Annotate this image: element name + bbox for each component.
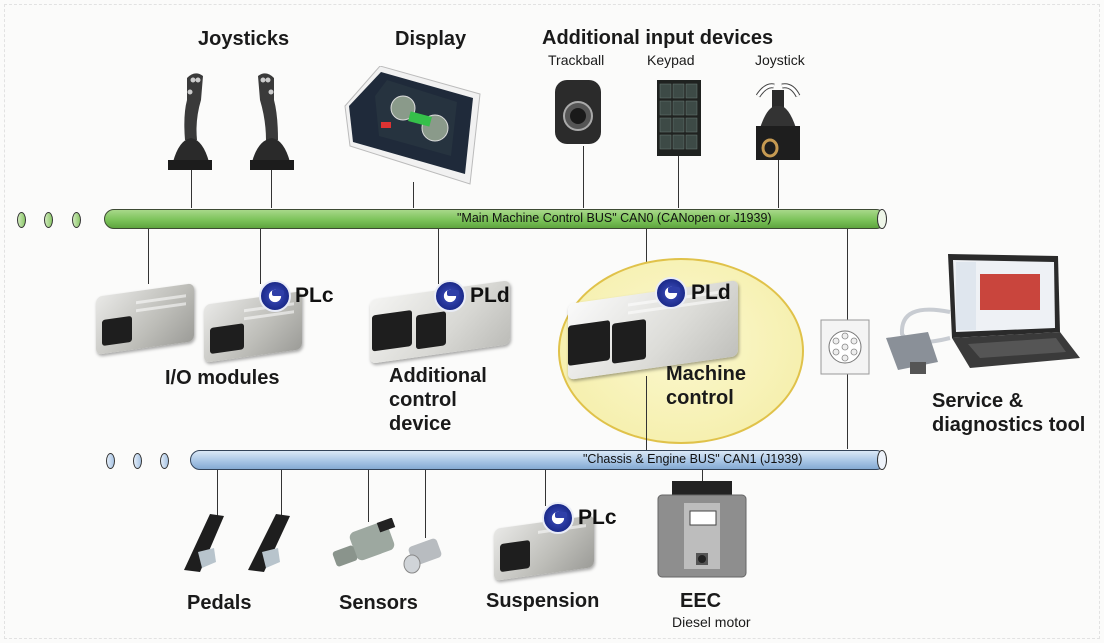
wire-joystick-left <box>191 170 192 208</box>
label-pedals: Pedals <box>187 592 252 614</box>
label-line: Machine <box>666 363 747 385</box>
wire-trackball <box>583 146 584 208</box>
bus-end-cap <box>877 208 887 229</box>
wire-suspension <box>545 470 546 506</box>
label-sensors: Sensors <box>339 592 418 614</box>
wire-sensor-2 <box>425 470 426 538</box>
wire-pedal-2 <box>281 470 282 520</box>
wire-machine-control-top <box>646 229 647 274</box>
joystick-left-icon <box>168 73 212 170</box>
keypad-icon <box>657 80 701 156</box>
label-io-modules: I/O modules <box>165 367 280 389</box>
service-laptop-icon <box>886 254 1080 374</box>
label-diesel-motor: Diesel motor <box>672 614 751 630</box>
wire-io-module-2 <box>260 229 261 284</box>
label-service-diagnostics-tool: Service & diagnostics tool <box>932 389 1085 437</box>
label-line: device <box>389 413 452 435</box>
joystick-right-icon <box>250 73 294 170</box>
heading-joysticks: Joysticks <box>198 28 290 50</box>
label-line: Additional <box>389 365 487 387</box>
eec-engine-controller-icon <box>657 481 747 578</box>
chassis-engine-bus: "Chassis & Engine BUS" CAN1 (J1939) <box>190 449 887 470</box>
bus-continuation-dot <box>160 453 169 469</box>
label-eec: EEC <box>680 590 722 612</box>
wire-additional-control <box>438 229 439 284</box>
trackball-icon <box>555 80 601 144</box>
wire-pedal-1 <box>217 470 218 520</box>
safety-badge-machine-control: PLd <box>655 277 731 309</box>
label-trackball: Trackball <box>548 52 605 68</box>
wire-keypad <box>678 156 679 208</box>
performance-level: PLd <box>691 281 731 304</box>
label-line: control <box>666 387 734 409</box>
wire-io-module-1 <box>148 229 149 284</box>
heading-additional-input-devices: Additional input devices <box>542 27 774 49</box>
joystick-small-icon <box>755 83 801 160</box>
wire-machine-control-bottom <box>646 376 647 450</box>
diagram-frame <box>4 4 1100 639</box>
label-line: diagnostics tool <box>932 414 1086 436</box>
wire-eec <box>702 470 703 484</box>
display-icon <box>344 66 481 185</box>
bus-end-cap <box>877 449 887 470</box>
main-machine-control-bus: "Main Machine Control BUS" CAN0 (CANopen… <box>104 208 887 229</box>
pressure-sensor-icon <box>332 518 396 567</box>
bus-continuation-dot <box>106 453 115 469</box>
proximity-sensor-icon <box>403 538 442 574</box>
label-additional-control-device: Additional control device <box>389 364 487 436</box>
bus-continuation-dot <box>72 212 81 228</box>
diagnostic-port-icon[interactable] <box>820 319 870 375</box>
main-bus-label: "Main Machine Control BUS" CAN0 (CANopen… <box>457 211 772 225</box>
label-machine-control: Machine control <box>666 362 746 410</box>
label-keypad: Keypad <box>647 52 695 68</box>
certification-logo-icon <box>655 277 687 309</box>
chassis-bus-label: "Chassis & Engine BUS" CAN1 (J1939) <box>583 452 803 466</box>
certification-logo-icon <box>259 280 291 312</box>
safety-badge-additional-control: PLd <box>434 280 510 312</box>
certification-logo-icon <box>542 502 574 534</box>
label-line: control <box>389 389 457 411</box>
performance-level: PLc <box>578 506 617 529</box>
performance-level: PLc <box>295 284 334 307</box>
label-line: Service & <box>932 390 1024 412</box>
pedal-2-icon <box>248 514 290 572</box>
bus-continuation-dot <box>133 453 142 469</box>
certification-logo-icon <box>434 280 466 312</box>
performance-level: PLd <box>470 284 510 307</box>
wire-joystick-right <box>271 170 272 208</box>
label-joystick: Joystick <box>755 52 805 68</box>
bus-continuation-dot <box>44 212 53 228</box>
wire-sensor-1 <box>368 470 369 522</box>
heading-display: Display <box>395 28 467 50</box>
bus-continuation-dot <box>17 212 26 228</box>
wire-joystick-small <box>778 160 779 208</box>
safety-badge-suspension: PLc <box>542 502 617 534</box>
wire-display <box>413 182 414 208</box>
label-suspension: Suspension <box>486 590 600 612</box>
safety-badge-io: PLc <box>259 280 334 312</box>
pedal-1-icon <box>184 514 224 572</box>
